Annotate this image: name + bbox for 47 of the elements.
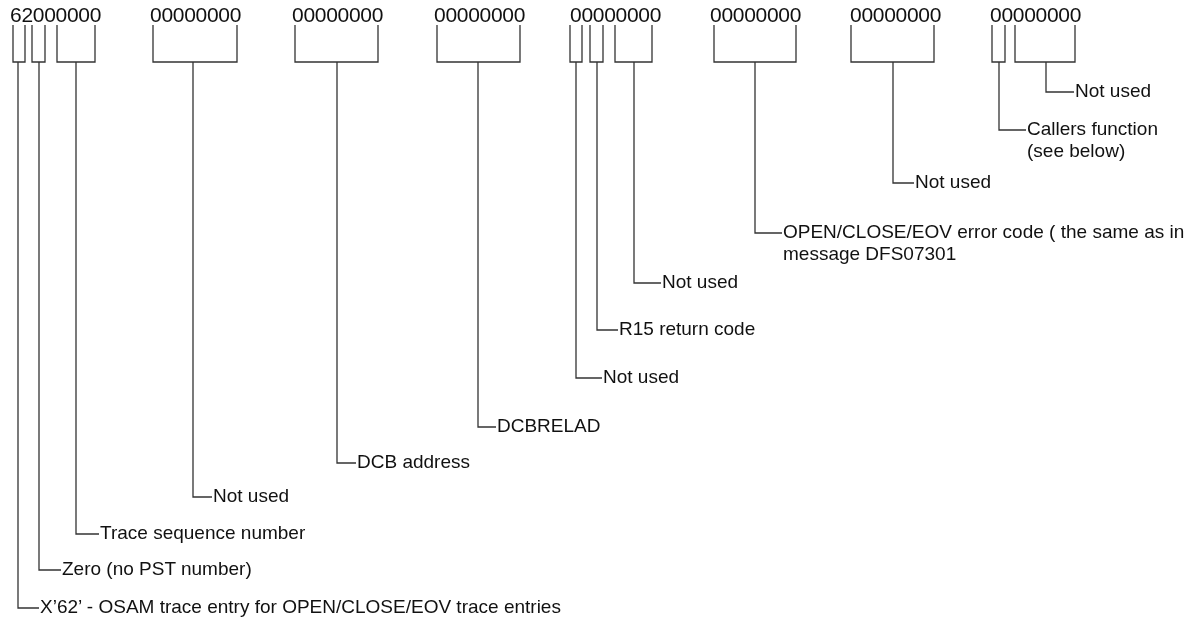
bracket [31,24,46,63]
hex-value: 00000000 [434,3,526,27]
bracket [713,24,797,63]
bracket [850,24,935,63]
field-description: DCBRELAD [497,415,637,437]
hex-value: 00000000 [990,3,1082,27]
field-description: OPEN/CLOSE/EOV error code ( the same as in message DFS07301 [783,221,1191,265]
leader-line [998,61,1027,131]
leader-line [575,61,603,379]
hex-value: 00000000 [710,3,802,27]
bracket [991,24,1006,63]
field-description: DCB address [357,451,507,473]
leader-line [75,61,100,535]
bracket [1014,24,1076,63]
leader-line [596,61,619,331]
leader-line [336,61,357,464]
bracket [12,24,26,63]
hex-value: 00000000 [150,3,242,27]
field-description: Not used [662,271,782,293]
bracket [569,24,583,63]
field-description: Not used [603,366,723,388]
hex-value: 00000000 [570,3,662,27]
leader-line [633,61,662,284]
field-description: Not used [1075,80,1191,102]
leader-line [38,61,62,571]
hex-value: 00000000 [292,3,384,27]
bracket [56,24,96,63]
bracket [614,24,653,63]
field-description: Callers function (see below) [1027,118,1191,162]
leader-line [1045,61,1075,93]
leader-line [192,61,213,498]
field-description: X’62’ - OSAM trace entry for OPEN/CLOSE/EOV trace entries [40,596,660,618]
field-description: Not used [213,485,333,507]
leader-line [477,61,497,428]
leader-line [754,61,783,234]
field-description: R15 return code [619,318,789,340]
bracket [589,24,604,63]
leader-line [892,61,915,184]
hex-value: 00000000 [850,3,942,27]
bracket [436,24,521,63]
hex-value: 62000000 [10,3,102,27]
field-description: Not used [915,171,1035,193]
leader-line [17,61,40,609]
field-description: Zero (no PST number) [62,558,302,580]
bracket [294,24,379,63]
field-description: Trace sequence number [100,522,360,544]
bracket [152,24,238,63]
